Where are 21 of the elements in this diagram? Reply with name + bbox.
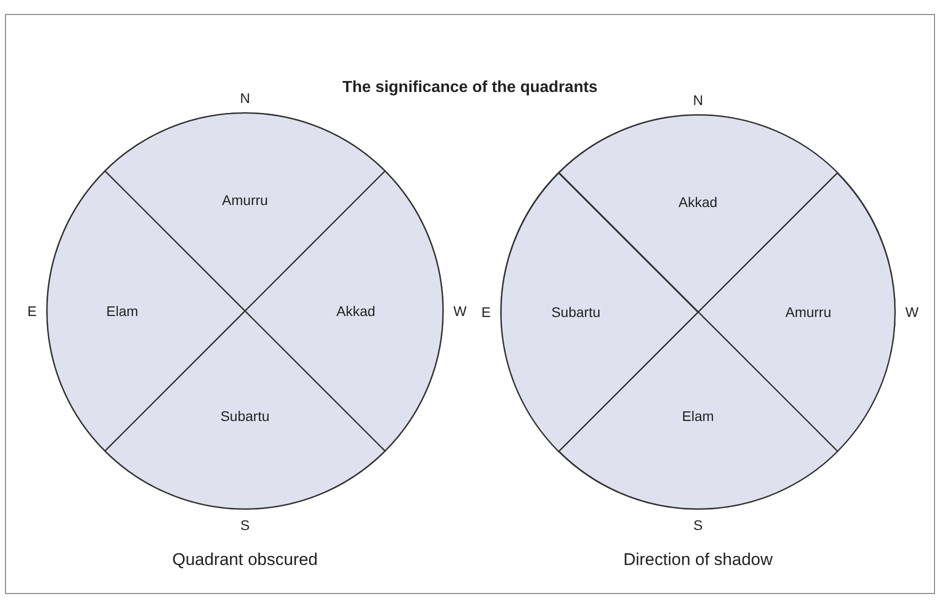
quadrant-label: Elam	[106, 302, 138, 319]
compass-letter: E	[27, 303, 37, 319]
circle-diagram	[501, 115, 895, 509]
quadrant-label: Subartu	[220, 408, 270, 424]
compass-letter: W	[905, 304, 919, 320]
compass-letter: S	[693, 517, 703, 533]
node-label: Direction of shadow	[623, 550, 773, 570]
quadrant-label: Amurru	[785, 304, 832, 320]
circle-diagram	[47, 113, 443, 509]
quadrant-label: Elam	[682, 408, 714, 424]
compass-letter: N	[692, 92, 704, 108]
quadrant-label: Subartu	[551, 304, 600, 320]
compass-letter: E	[481, 304, 491, 320]
compass-letter: N	[240, 90, 250, 106]
node-label: Quadrant obscured	[172, 550, 318, 570]
quadrant-label: Amurru	[222, 192, 268, 208]
compass-letter: S	[240, 517, 250, 533]
quadrant-label: Akkad	[336, 302, 376, 319]
compass-letter: W	[453, 303, 467, 319]
diagram-title: The significance of the quadrants	[342, 79, 598, 97]
quadrant-label: Akkad	[678, 194, 718, 210]
